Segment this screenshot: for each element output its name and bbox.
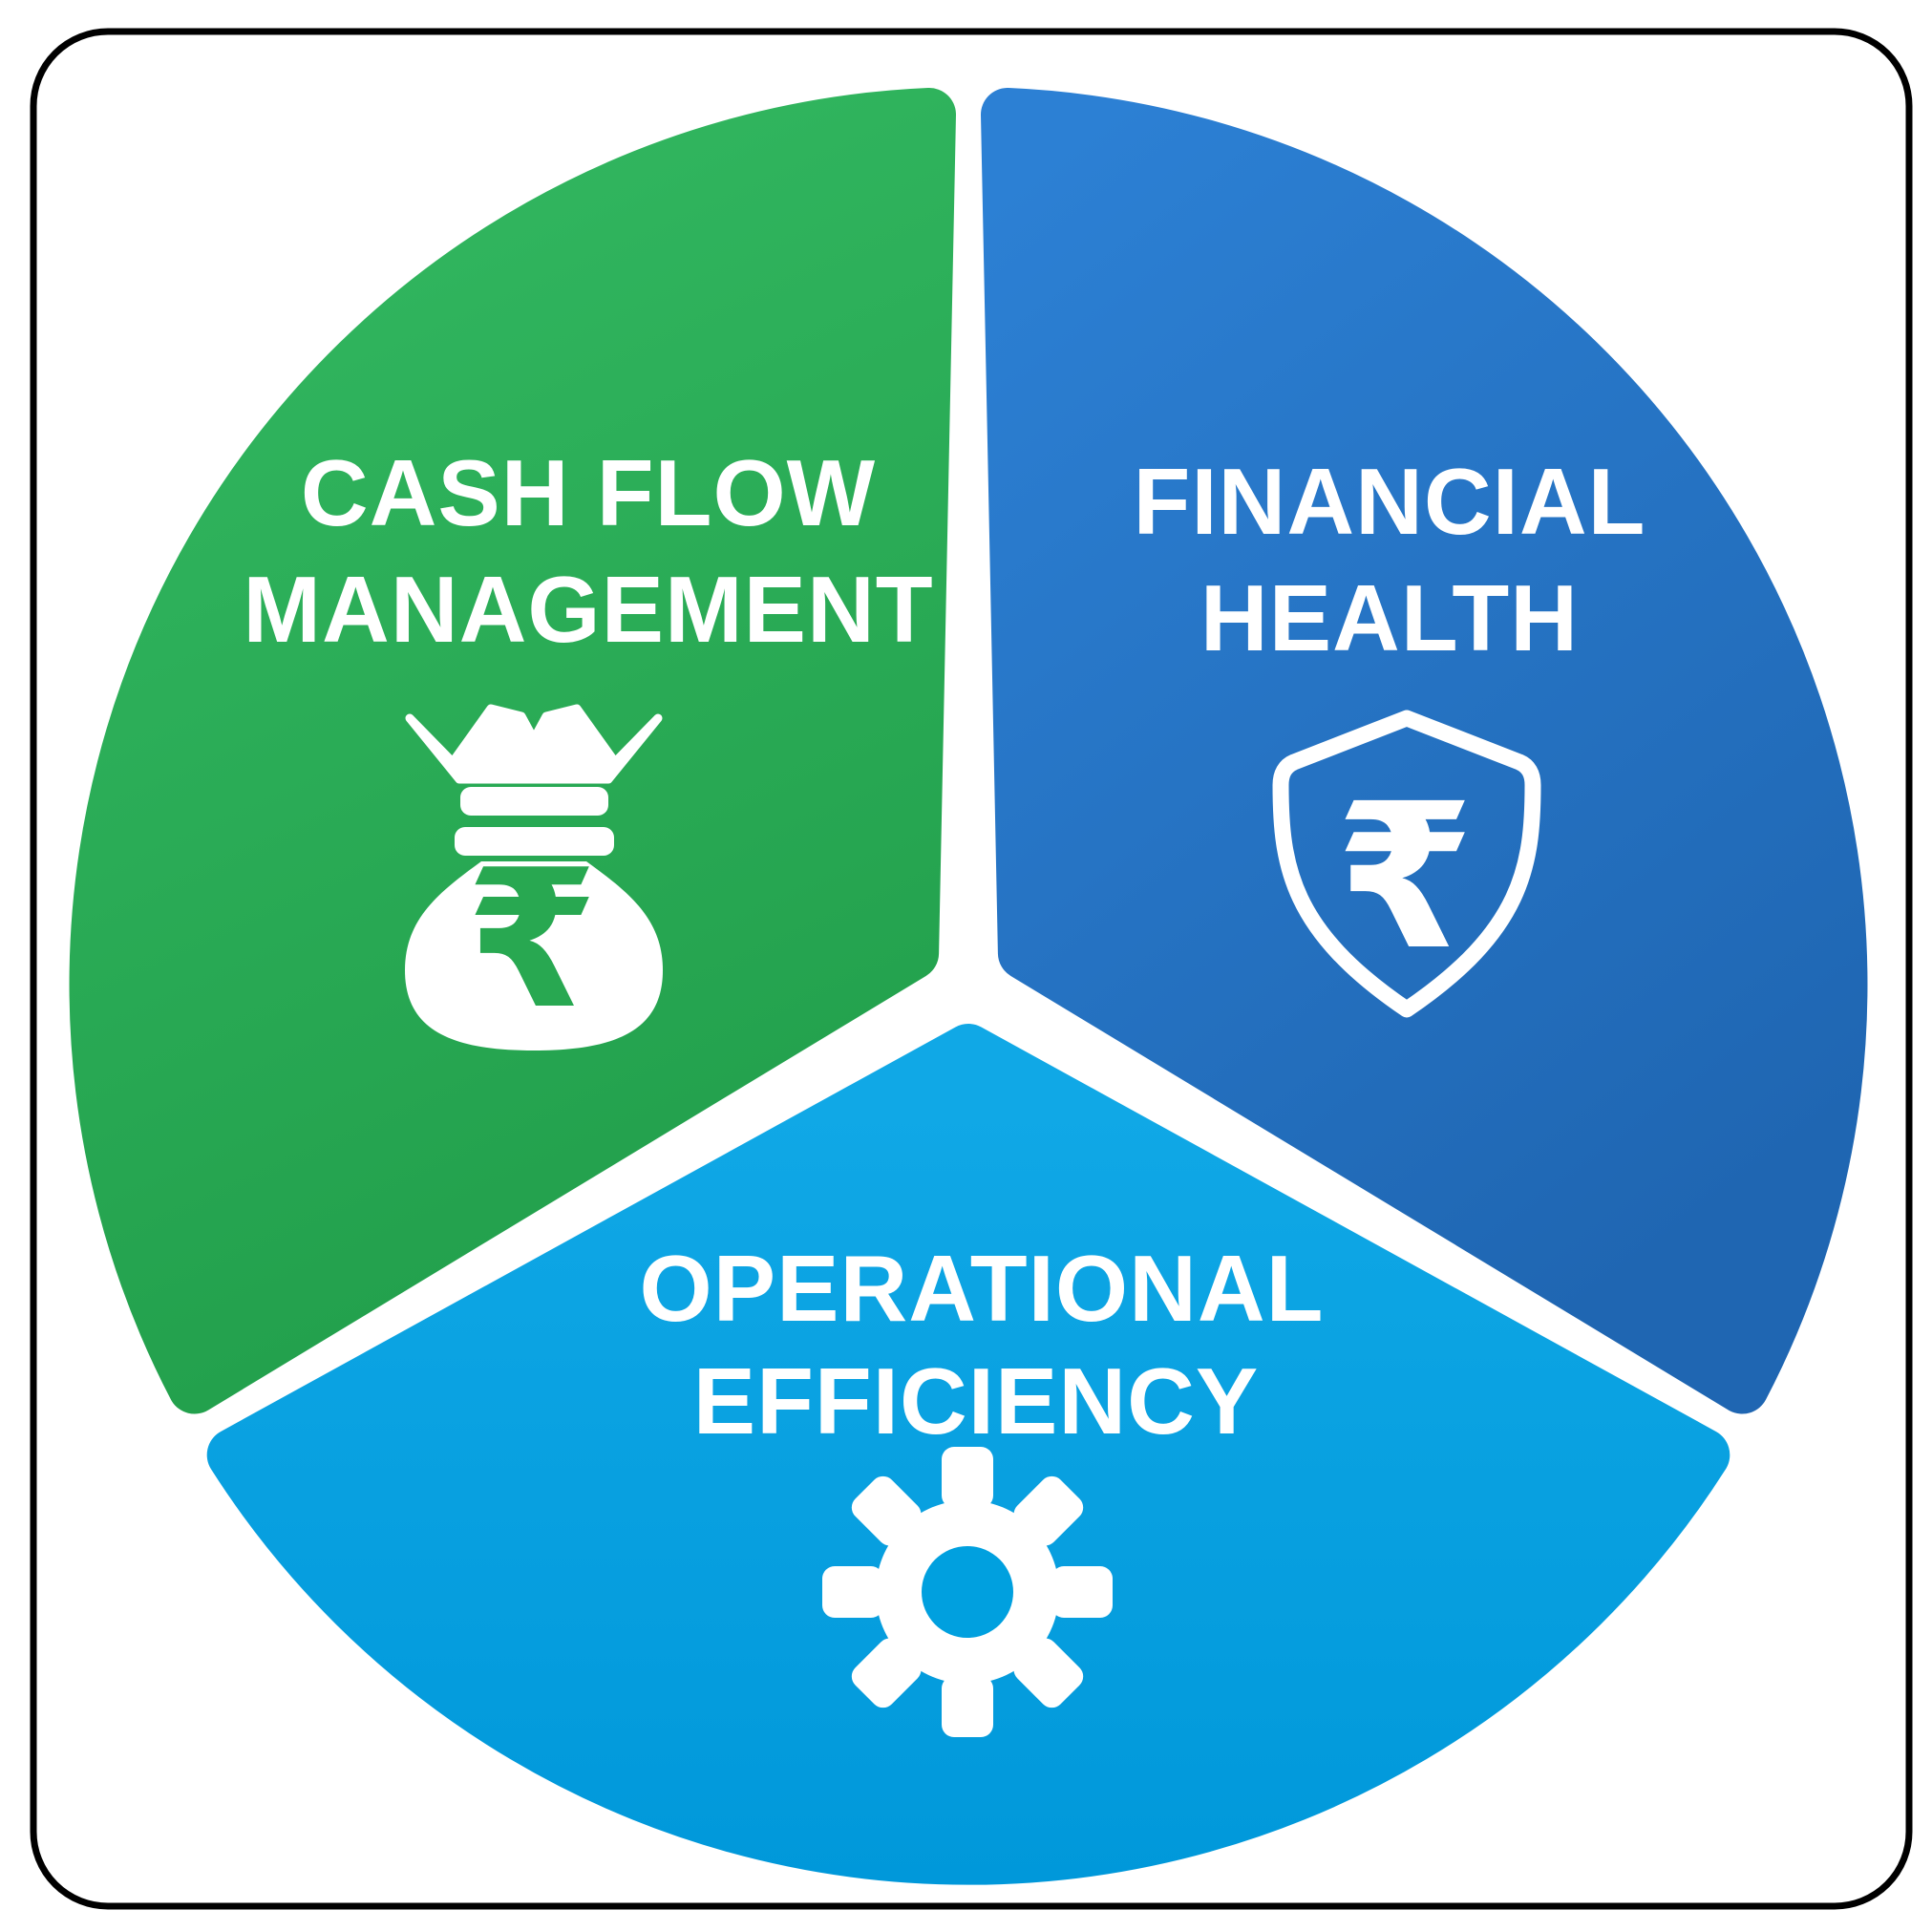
segment-label-operational-line2: EFFICIENCY bbox=[693, 1348, 1260, 1454]
shield-rupee-icon: ₹ bbox=[1272, 710, 1541, 1018]
money-bag-icon: ₹ bbox=[405, 704, 663, 1051]
segment-label-operational-line1: OPERATIONAL bbox=[640, 1236, 1325, 1341]
rounded-border bbox=[30, 28, 1913, 1910]
gear-icon bbox=[822, 1447, 1113, 1737]
shield-outline bbox=[1272, 710, 1541, 1018]
wedge-financial-health bbox=[981, 88, 1868, 1414]
rupee-symbol: ₹ bbox=[465, 829, 598, 1051]
gear-tooth bbox=[822, 1566, 883, 1618]
segment-label-cash-flow-line2: MANAGEMENT bbox=[243, 557, 933, 662]
gear-tooth bbox=[1051, 1566, 1113, 1618]
segment-label-financial-line1: FINANCIAL bbox=[1133, 449, 1645, 554]
gear-tooth bbox=[942, 1676, 993, 1737]
gear-tooth bbox=[942, 1447, 993, 1508]
money-bag-knot bbox=[405, 704, 663, 784]
segment-label-financial-line2: HEALTH bbox=[1200, 565, 1579, 670]
gear-hole bbox=[922, 1546, 1013, 1638]
money-bag-tie-band bbox=[460, 787, 608, 816]
money-bag-tie-band bbox=[455, 827, 614, 856]
segment-label-cash-flow-line1: CASH FLOW bbox=[301, 440, 876, 545]
rupee-symbol: ₹ bbox=[1335, 760, 1475, 994]
money-bag-body bbox=[405, 861, 663, 1050]
